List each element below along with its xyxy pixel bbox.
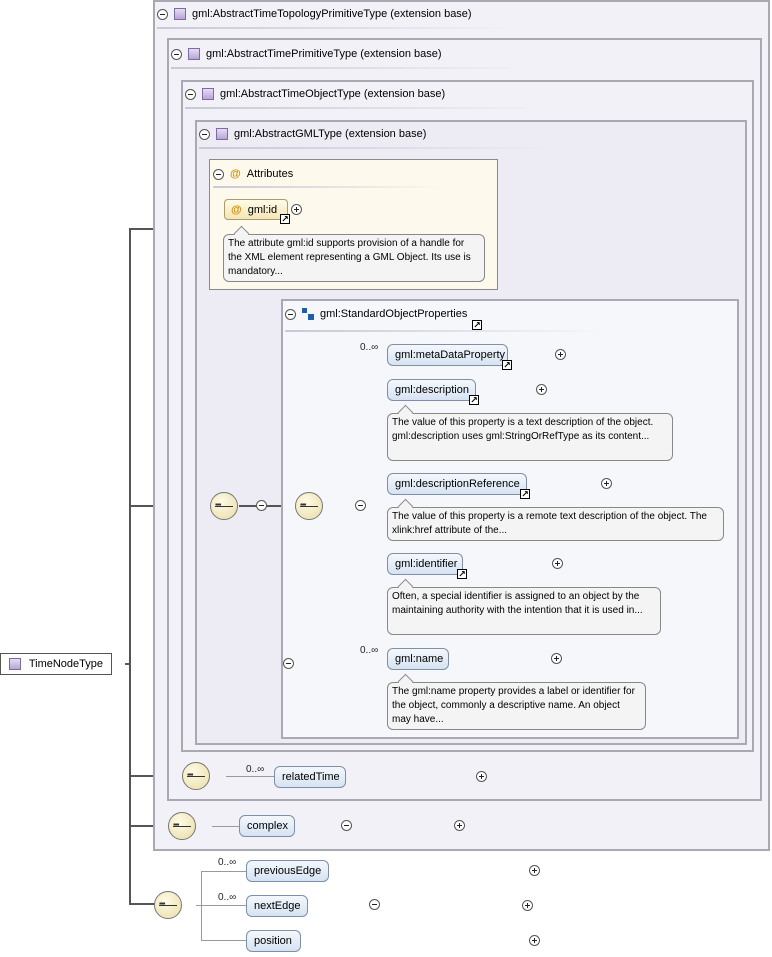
extension-header-3[interactable]: gml:AbstractTimeObjectType (extension ba…	[185, 86, 445, 102]
extension-label: gml:AbstractTimeObjectType (extension ba…	[220, 88, 446, 100]
sequence-icon[interactable]	[210, 492, 238, 520]
collapse-icon[interactable]	[171, 48, 182, 60]
seq3-connector	[226, 776, 274, 777]
element-documentation: Often, a special identifier is assigned …	[387, 587, 661, 635]
element-documentation: The gml:name property provides a label o…	[387, 682, 646, 730]
attribute-documentation: The attribute gml:id supports provision …	[223, 234, 485, 282]
divider	[199, 147, 559, 149]
complex-type-icon	[9, 658, 21, 670]
root-type[interactable]: TimeNodeType	[0, 653, 112, 675]
link-icon[interactable]: ↗	[472, 320, 482, 330]
link-icon[interactable]: ↗	[520, 489, 530, 499]
sequence-icon[interactable]	[154, 891, 182, 919]
expand-icon[interactable]	[552, 558, 564, 569]
link-icon[interactable]: ↗	[280, 214, 290, 224]
element-complex[interactable]: complex	[239, 815, 295, 837]
element-name[interactable]: gml:name	[387, 648, 449, 670]
trunk-to-seq5	[129, 903, 155, 905]
occurrence-label: 0..∞	[218, 892, 237, 903]
divider	[185, 107, 545, 109]
extension-label: gml:AbstractTimePrimitiveType (extension…	[206, 48, 442, 60]
element-description[interactable]: gml:description	[387, 379, 476, 401]
element-nextedge[interactable]: nextEdge	[246, 895, 308, 917]
seq4-connector	[212, 826, 239, 827]
complex-type-icon	[188, 48, 200, 60]
expand-icon[interactable]	[551, 653, 563, 664]
divider	[157, 27, 517, 29]
collapse-icon[interactable]	[157, 8, 168, 20]
link-icon[interactable]: ↗	[457, 569, 467, 579]
extension-header-1[interactable]: gml:AbstractTimeTopologyPrimitiveType (e…	[157, 6, 472, 22]
element-descriptionreference[interactable]: gml:descriptionReference	[387, 473, 527, 495]
attribute-label: gml:id	[247, 203, 278, 216]
collapse-icon[interactable]	[285, 308, 296, 320]
divider	[213, 186, 443, 188]
fork-branch	[196, 905, 247, 906]
sequence-icon[interactable]	[295, 492, 323, 520]
expand-icon[interactable]	[529, 935, 540, 946]
collapse-icon[interactable]	[213, 168, 224, 180]
attributes-label: Attributes	[246, 168, 294, 180]
collapse-icon[interactable]	[340, 820, 352, 831]
extension-header-2[interactable]: gml:AbstractTimePrimitiveType (extension…	[171, 46, 442, 62]
collapse-icon[interactable]	[282, 658, 294, 669]
root-connector	[125, 663, 131, 665]
element-documentation: The value of this property is a text des…	[387, 413, 673, 461]
group-header[interactable]: gml:StandardObjectProperties	[285, 306, 467, 322]
attributes-header[interactable]: @ Attributes	[213, 166, 293, 182]
divider	[285, 330, 605, 332]
expand-icon[interactable]	[453, 820, 465, 831]
element-metadataproperty[interactable]: gml:metaDataProperty	[387, 344, 508, 366]
expand-icon[interactable]	[555, 349, 567, 360]
main-trunk	[129, 228, 131, 905]
extension-label: gml:AbstractTimeTopologyPrimitiveType (e…	[192, 8, 472, 20]
extension-header-4[interactable]: gml:AbstractGMLType (extension base)	[199, 126, 426, 142]
attribute-icon: @	[230, 168, 241, 180]
fork-branch	[201, 940, 247, 941]
element-identifier[interactable]: gml:identifier	[387, 553, 463, 575]
element-documentation: The value of this property is a remote t…	[387, 507, 724, 541]
sequence-icon[interactable]	[182, 762, 210, 790]
collapse-icon[interactable]	[256, 500, 268, 511]
complex-type-icon	[202, 88, 214, 100]
occurrence-label: 0..∞	[360, 645, 379, 656]
expand-icon[interactable]	[521, 900, 533, 911]
attribute-icon: @	[231, 203, 242, 216]
sequence-icon[interactable]	[168, 812, 196, 840]
element-previousedge[interactable]: previousEdge	[246, 860, 329, 882]
group-icon	[302, 308, 314, 320]
group-label: gml:StandardObjectProperties	[320, 308, 468, 320]
trunk-to-seq4	[129, 825, 169, 827]
expand-icon[interactable]	[528, 865, 540, 876]
expand-icon[interactable]	[601, 478, 613, 489]
extension-label: gml:AbstractGMLType (extension base)	[234, 128, 427, 140]
collapse-icon[interactable]	[185, 88, 196, 100]
root-label: TimeNodeType	[28, 658, 103, 670]
occurrence-label: 0..∞	[360, 342, 379, 353]
link-icon[interactable]: ↗	[469, 395, 479, 405]
element-relatedtime[interactable]: relatedTime	[274, 766, 346, 788]
expand-icon[interactable]	[475, 771, 487, 782]
attribute-gml-id[interactable]: @ gml:id	[224, 199, 288, 220]
complex-type-icon	[216, 128, 228, 140]
collapse-icon[interactable]	[368, 899, 380, 910]
collapse-icon[interactable]	[355, 500, 367, 511]
occurrence-label: 0..∞	[218, 857, 237, 868]
fork-branch	[201, 871, 247, 872]
complex-type-icon	[174, 8, 186, 20]
expand-icon[interactable]	[536, 384, 548, 395]
divider	[171, 67, 531, 69]
seq1-to-seq2	[239, 505, 296, 507]
element-position[interactable]: position	[246, 930, 301, 952]
collapse-icon[interactable]	[199, 128, 210, 140]
link-icon[interactable]: ↗	[502, 360, 512, 370]
edges-fork-vertical	[201, 871, 202, 941]
expand-icon[interactable]	[291, 204, 302, 215]
occurrence-label: 0..∞	[246, 764, 265, 775]
